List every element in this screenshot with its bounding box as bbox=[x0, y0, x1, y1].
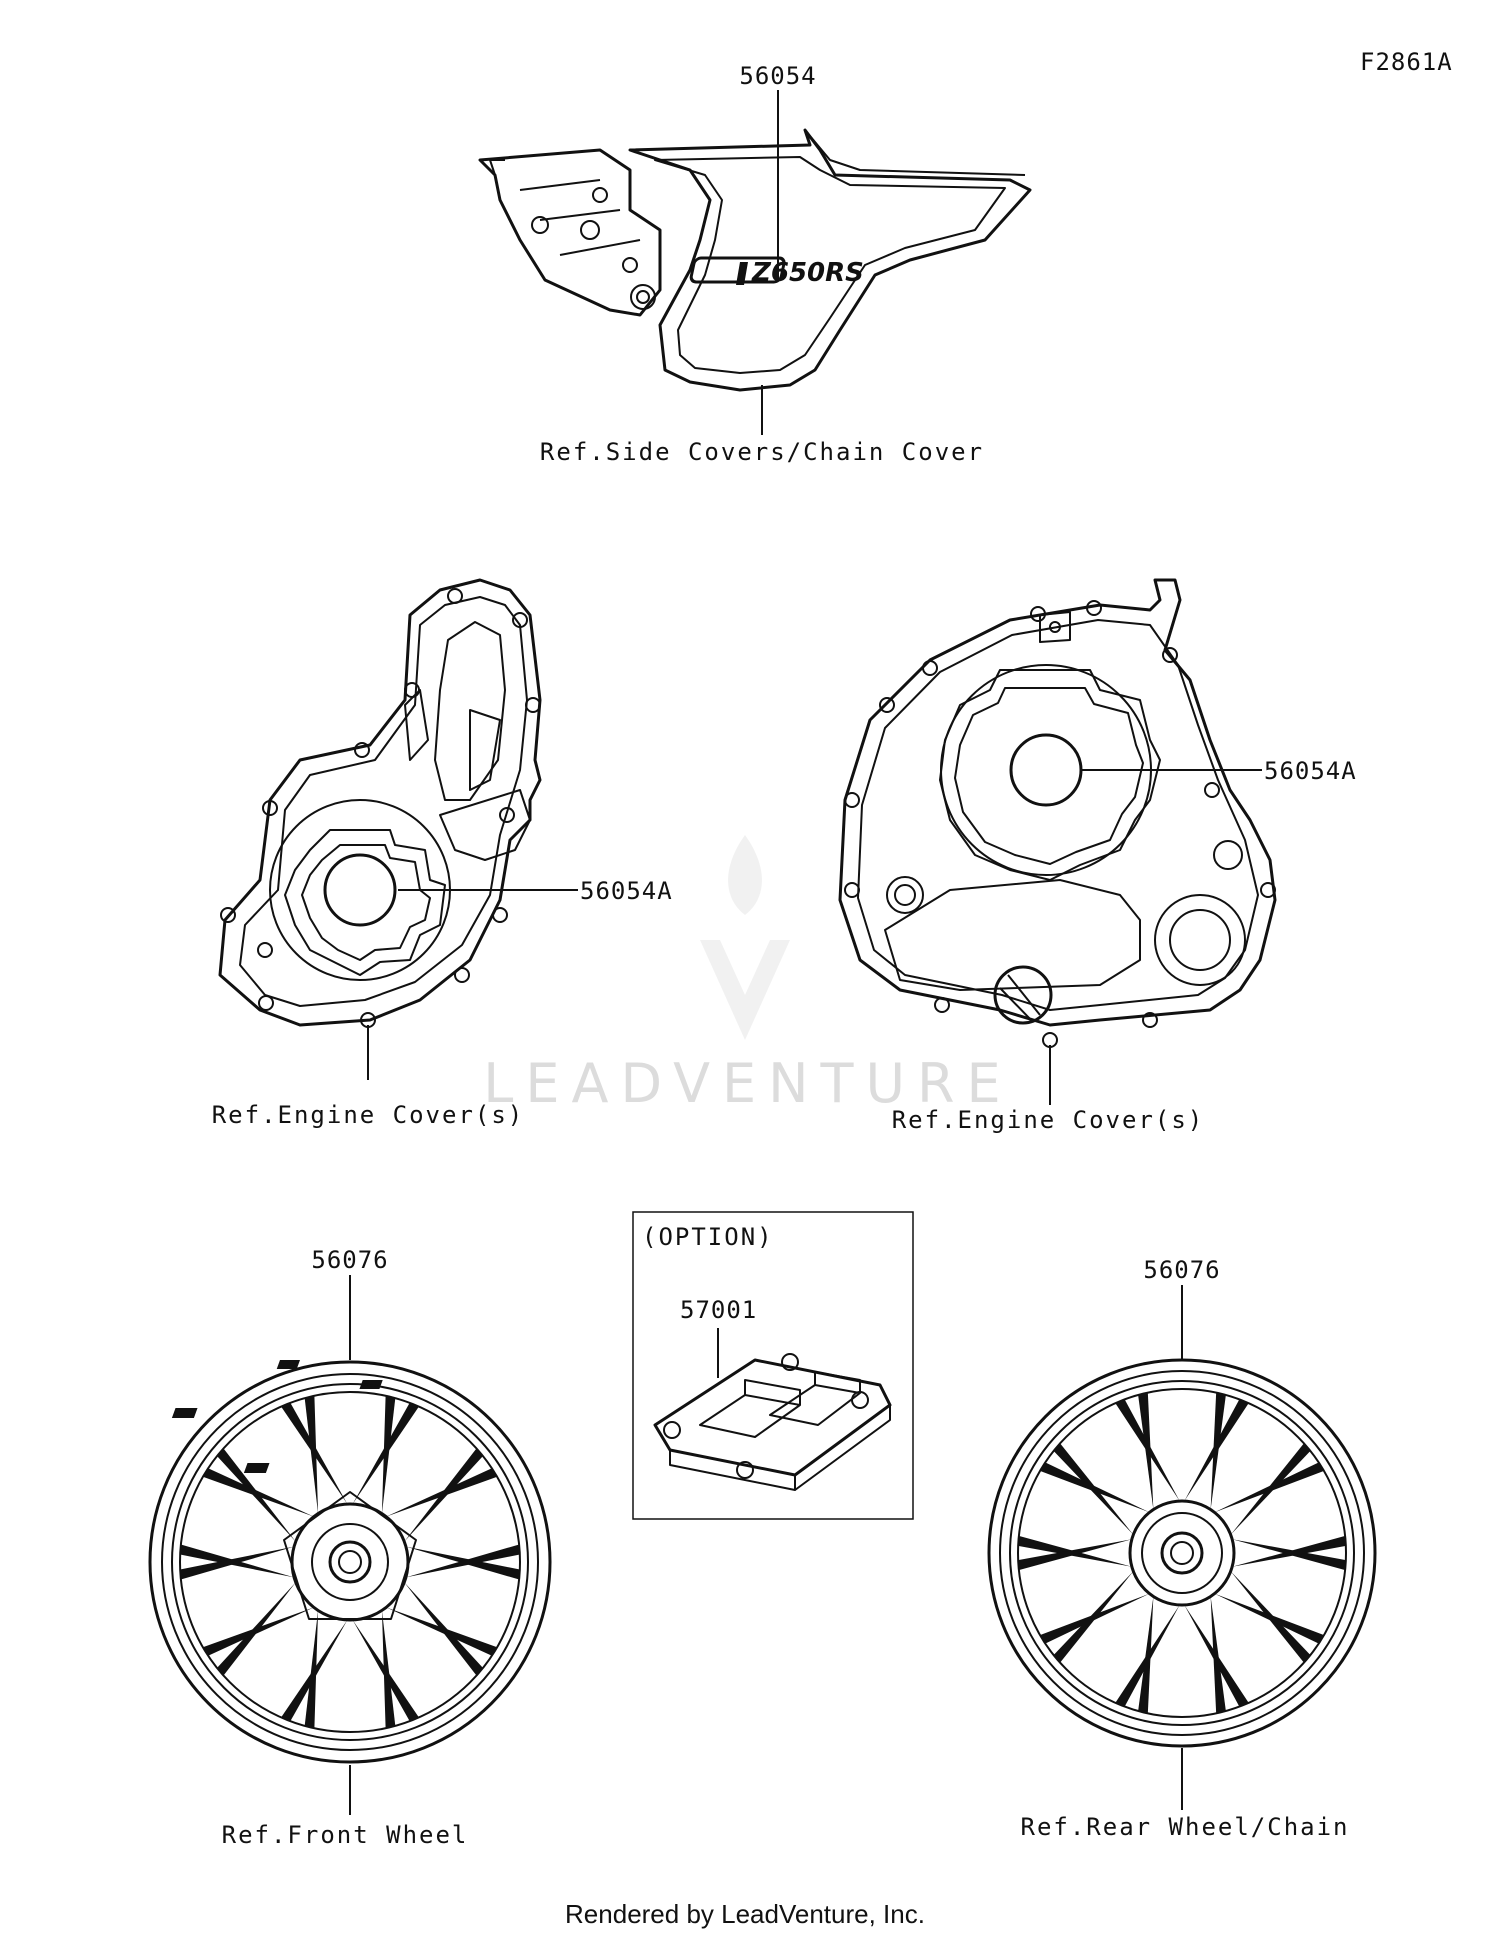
wheel-spoke bbox=[1053, 1571, 1134, 1663]
wheel-spoke bbox=[304, 1395, 319, 1514]
wheel-spoke bbox=[202, 1607, 314, 1656]
wheel-spoke bbox=[381, 1610, 396, 1729]
wheel-spoke bbox=[180, 1546, 295, 1580]
wheel-spoke bbox=[386, 1468, 498, 1517]
left-engine-cover-illustration bbox=[218, 578, 542, 1028]
front-wheel-ref-label: Ref.Front Wheel bbox=[222, 1821, 469, 1849]
wheel-spoke bbox=[386, 1607, 498, 1656]
rear-wheel-part-number: 56076 bbox=[1143, 1256, 1220, 1284]
wheel-spoke bbox=[1039, 1462, 1150, 1513]
front-wheel-part-number: 56076 bbox=[311, 1246, 388, 1274]
option-box bbox=[632, 1211, 914, 1520]
side-cover-ref-label: Ref.Side Covers/Chain Cover bbox=[540, 438, 984, 466]
right-cover-bolts bbox=[844, 600, 1276, 1048]
wheel-spoke bbox=[1210, 1392, 1226, 1510]
diagram-code: F2861A bbox=[1360, 48, 1453, 76]
option-part-number: 57001 bbox=[680, 1296, 757, 1324]
wheel-spoke bbox=[1214, 1593, 1325, 1644]
decal-text: Z650RS bbox=[751, 258, 864, 288]
right-engine-cover-illustration bbox=[838, 578, 1277, 1048]
left-cover-part-number: 56054A bbox=[580, 877, 673, 905]
footer-credit: Rendered by LeadVenture, Inc. bbox=[565, 1899, 925, 1929]
option-bracket-illustration bbox=[171, 1353, 892, 1491]
rear-wheel-illustration bbox=[987, 1358, 1377, 1748]
wheel-spoke bbox=[1232, 1535, 1346, 1567]
watermark-logo bbox=[700, 835, 790, 1040]
wheel-spoke bbox=[352, 1619, 419, 1722]
watermark-text: LEADVENTURE bbox=[483, 1052, 1012, 1115]
wheel-spoke bbox=[202, 1468, 314, 1517]
wheel-spoke bbox=[1138, 1596, 1154, 1714]
side-cover-illustration: Z650RS bbox=[478, 128, 1032, 392]
wheel-spoke bbox=[404, 1448, 484, 1542]
wheel-spoke bbox=[1184, 1604, 1249, 1707]
wheel-spoke bbox=[405, 1544, 520, 1578]
wheel-spoke bbox=[216, 1582, 296, 1676]
rear-wheel-ref-label: Ref.Rear Wheel/Chain bbox=[1021, 1813, 1350, 1841]
right-cover-ref-label: Ref.Engine Cover(s) bbox=[892, 1106, 1205, 1134]
side-cover-part-number: 56054 bbox=[739, 62, 816, 90]
wheel-spoke bbox=[1018, 1539, 1132, 1571]
option-box-title: (OPTION) bbox=[642, 1223, 774, 1251]
wheel-spoke bbox=[304, 1610, 319, 1729]
wheel-spoke bbox=[1230, 1443, 1311, 1535]
wheel-spoke bbox=[1138, 1392, 1154, 1510]
right-cover-part-number: 56054A bbox=[1264, 757, 1357, 785]
left-cover-bolts bbox=[220, 588, 541, 1028]
wheel-spoke bbox=[381, 1395, 396, 1514]
wheel-spoke bbox=[1210, 1596, 1226, 1714]
front-wheel-illustration bbox=[148, 1360, 552, 1764]
left-cover-ref-label: Ref.Engine Cover(s) bbox=[212, 1101, 525, 1129]
z650rs-decal: Z650RS bbox=[689, 256, 864, 288]
